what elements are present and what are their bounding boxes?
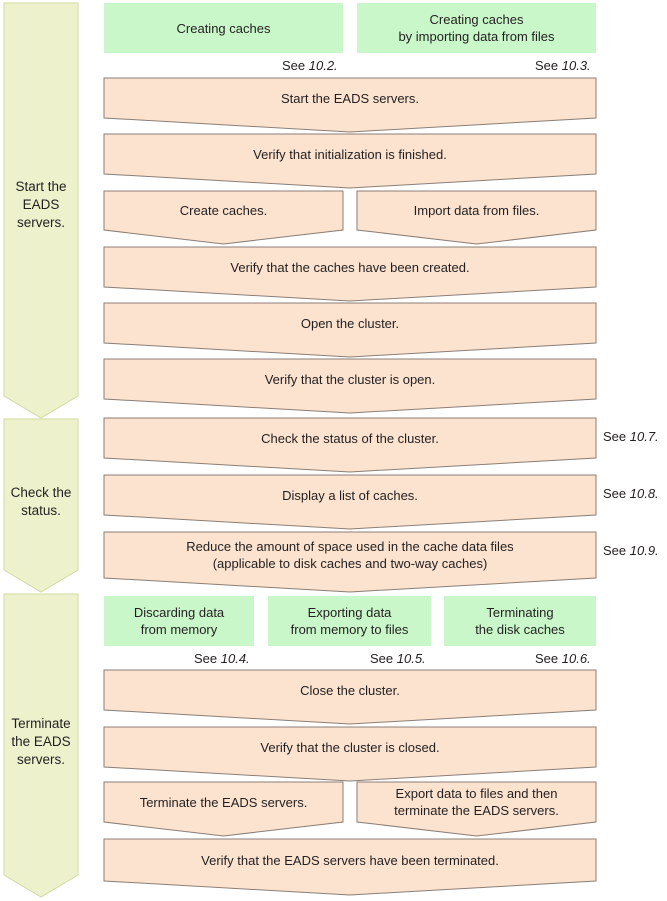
step-label-s11: Verify that the cluster is closed. (260, 739, 440, 755)
step-arrow-s12b (356, 781, 597, 837)
opt-terminating-disk-box (444, 596, 596, 646)
opt-importing-data-label: Creating caches by importing data from f… (398, 12, 555, 44)
step-ref-s9-prefix: See (603, 543, 630, 558)
step-label-s4: Verify that the caches have been created… (230, 259, 470, 275)
opt-terminating-disk-label: Terminating the disk caches (475, 605, 565, 637)
step-ref-s9: See 10.9. (603, 543, 659, 558)
opt-exporting-data-ref: See 10.5. (370, 651, 426, 666)
step-ref-s7-prefix: See (603, 429, 630, 444)
step-arrow-s10 (103, 669, 597, 725)
opt-importing-data-ref-number: 10.3. (561, 58, 591, 73)
step-arrow-s13 (103, 838, 597, 896)
opt-creating-caches-ref-number: 10.2. (308, 58, 338, 73)
opt-exporting-data-box (268, 596, 431, 646)
step-arrow-s3a (103, 190, 344, 245)
step-ref-s7: See 10.7. (603, 429, 659, 444)
step-arrow-s9 (103, 531, 597, 593)
opt-importing-data-ref-prefix: See (535, 58, 562, 73)
step-ref-s7-number: 10.7. (629, 429, 659, 444)
opt-creating-caches-ref: See 10.2. (282, 58, 338, 73)
step-label-s8: Display a list of caches. (282, 487, 418, 503)
step-label-s1: Start the EADS servers. (281, 90, 419, 106)
step-label-s2: Verify that initialization is finished. (253, 146, 447, 162)
step-arrow-s11 (103, 726, 597, 782)
step-label-s12b: Export data to files and then terminate … (394, 786, 559, 818)
opt-discarding-data-box (104, 596, 254, 646)
step-arrow-s6 (103, 358, 597, 414)
step-label-s3a: Create caches. (179, 203, 268, 218)
opt-importing-data-box (357, 3, 596, 53)
phase-arrow-terminate (3, 593, 79, 898)
step-ref-s8-prefix: See (603, 486, 630, 501)
opt-terminating-disk-ref-prefix: See (535, 651, 562, 666)
opt-terminating-disk-ref-number: 10.6. (561, 651, 591, 666)
step-ref-s9-number: 10.9. (629, 543, 659, 558)
opt-discarding-data-label: Discarding data from memory (133, 605, 225, 637)
phase-label-start: Start the EADS servers. (15, 179, 67, 230)
phase-label-terminate: Terminate the EADS servers. (11, 716, 71, 767)
step-arrow-s1 (103, 77, 597, 133)
opt-exporting-data-ref-prefix: See (370, 651, 397, 666)
step-arrow-s2 (103, 133, 597, 189)
opt-discarding-data-ref-prefix: See (194, 651, 221, 666)
opt-exporting-data-ref-number: 10.5. (396, 651, 426, 666)
step-arrow-s5 (103, 302, 597, 358)
step-label-s5: Open the cluster. (300, 315, 400, 331)
opt-discarding-data-ref-number: 10.4. (220, 651, 250, 666)
opt-creating-caches-ref-prefix: See (282, 58, 309, 73)
opt-creating-caches-box (104, 3, 343, 53)
step-ref-s8: See 10.8. (603, 486, 659, 501)
step-label-s9: Reduce the amount of space used in the c… (186, 539, 514, 571)
opt-exporting-data-label: Exporting data from memory to files (290, 605, 409, 637)
opt-creating-caches-label: Creating caches (176, 20, 271, 36)
step-label-s6: Verify that the cluster is open. (264, 371, 436, 387)
phase-label-check: Check the status. (10, 485, 72, 518)
step-arrow-s7 (103, 417, 597, 473)
step-label-s7: Check the status of the cluster. (261, 430, 439, 446)
step-arrow-s12a (103, 781, 344, 837)
step-arrow-s8 (103, 474, 597, 530)
step-arrow-s3b (356, 190, 597, 245)
phase-arrow-check (3, 418, 79, 593)
opt-terminating-disk-ref: See 10.6. (535, 651, 591, 666)
step-arrow-s4 (103, 246, 597, 302)
step-label-s10: Close the cluster. (300, 682, 400, 698)
step-label-s13: Verify that the EADS servers have been t… (201, 852, 499, 868)
step-label-s12a: Terminate the EADS servers. (139, 794, 308, 810)
opt-discarding-data-ref: See 10.4. (194, 651, 250, 666)
phase-arrow-start (3, 2, 79, 419)
step-ref-s8-number: 10.8. (629, 486, 659, 501)
step-label-s3b: Import data from files. (413, 203, 540, 218)
opt-importing-data-ref: See 10.3. (535, 58, 591, 73)
